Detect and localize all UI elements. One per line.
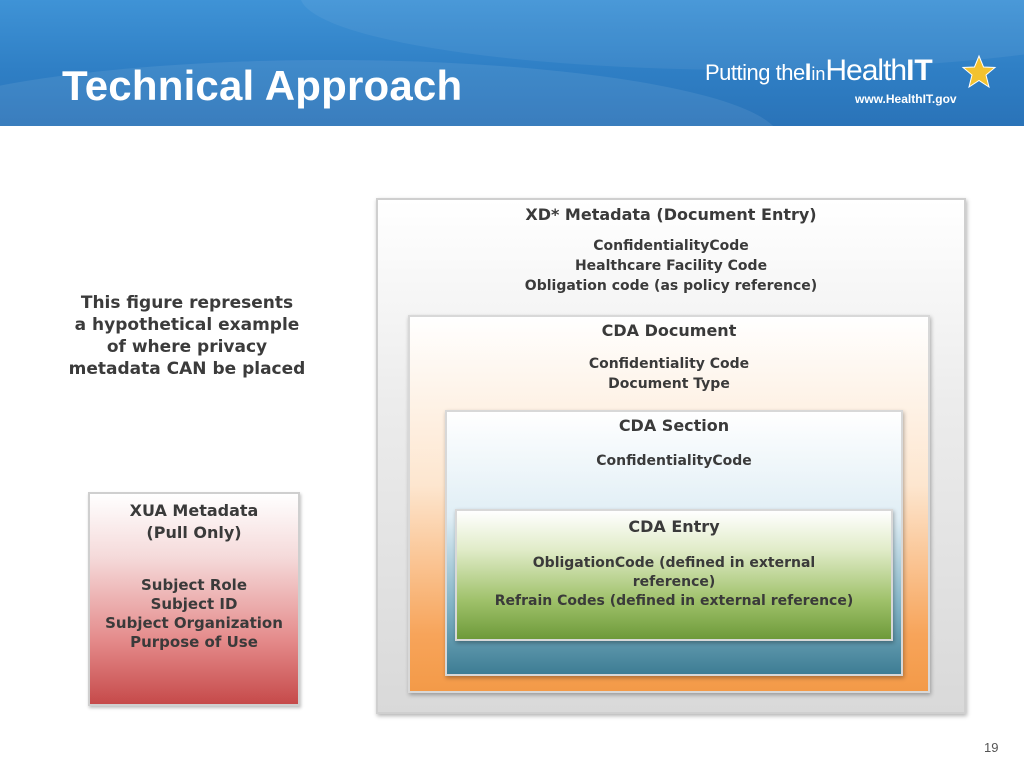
cda-section-title: CDA Section — [618, 416, 730, 435]
xua-item: Purpose of Use — [130, 633, 258, 651]
slide-title: Technical Approach — [62, 62, 463, 109]
figure-caption: This figure represents a hypothetical ex… — [48, 292, 326, 380]
page-number: 19 — [984, 740, 999, 755]
xd-metadata-item: Healthcare Facility Code — [574, 258, 768, 274]
caption-line: a hypothetical example — [74, 315, 300, 335]
cda-entry-items: ObligationCode (defined in external refe… — [457, 554, 891, 611]
caption-line: metadata CAN be placed — [68, 359, 306, 379]
xua-items: Subject Role Subject ID Subject Organiza… — [90, 576, 298, 652]
cda-document-items: Confidentiality Code Document Type — [410, 354, 928, 394]
logo-in: in — [811, 64, 826, 84]
cda-entry-title: CDA Entry — [628, 517, 720, 536]
xua-item: Subject ID — [150, 595, 238, 613]
xua-title-line: XUA Metadata — [129, 501, 259, 520]
healthit-logo: Putting theIinHealthIT www.HealthIT.gov — [705, 54, 1005, 114]
cda-entry-item: Refrain Codes (defined in external refer… — [494, 593, 854, 609]
xd-metadata-item: Obligation code (as policy reference) — [524, 278, 818, 294]
cda-document-item: Confidentiality Code — [588, 356, 750, 372]
xd-metadata-items: ConfidentialityCode Healthcare Facility … — [378, 236, 964, 296]
cda-entry-box: CDA Entry ObligationCode (defined in ext… — [455, 509, 893, 641]
cda-section-items: ConfidentialityCode — [447, 451, 901, 471]
xua-title: XUA Metadata (Pull Only) — [90, 500, 298, 544]
cda-document-title: CDA Document — [601, 321, 737, 340]
logo-wordmark: Putting theIinHealthIT — [705, 54, 933, 88]
slide-header: Technical Approach Putting theIinHealthI… — [0, 0, 1024, 126]
xua-item: Subject Role — [141, 576, 247, 594]
xd-metadata-item: ConfidentialityCode — [593, 238, 749, 254]
cda-document-item: Document Type — [608, 376, 730, 392]
xd-metadata-title: XD* Metadata (Document Entry) — [525, 205, 817, 224]
xua-title-line: (Pull Only) — [146, 523, 242, 542]
cda-section-item: ConfidentialityCode — [596, 453, 752, 469]
xua-item: Subject Organization — [105, 614, 283, 632]
cda-entry-item: ObligationCode (defined in external — [532, 555, 816, 571]
logo-i: I — [804, 59, 812, 86]
logo-url: www.HealthIT.gov — [855, 92, 957, 106]
xua-metadata-box: XUA Metadata (Pull Only) Subject Role Su… — [88, 492, 300, 706]
logo-health: Health — [825, 54, 907, 87]
star-icon — [961, 54, 997, 89]
caption-line: This figure represents — [80, 293, 294, 313]
logo-it: IT — [906, 54, 933, 87]
caption-line: of where privacy — [106, 337, 268, 357]
cda-entry-item: reference) — [632, 574, 716, 590]
logo-prefix: Putting the — [705, 60, 805, 85]
